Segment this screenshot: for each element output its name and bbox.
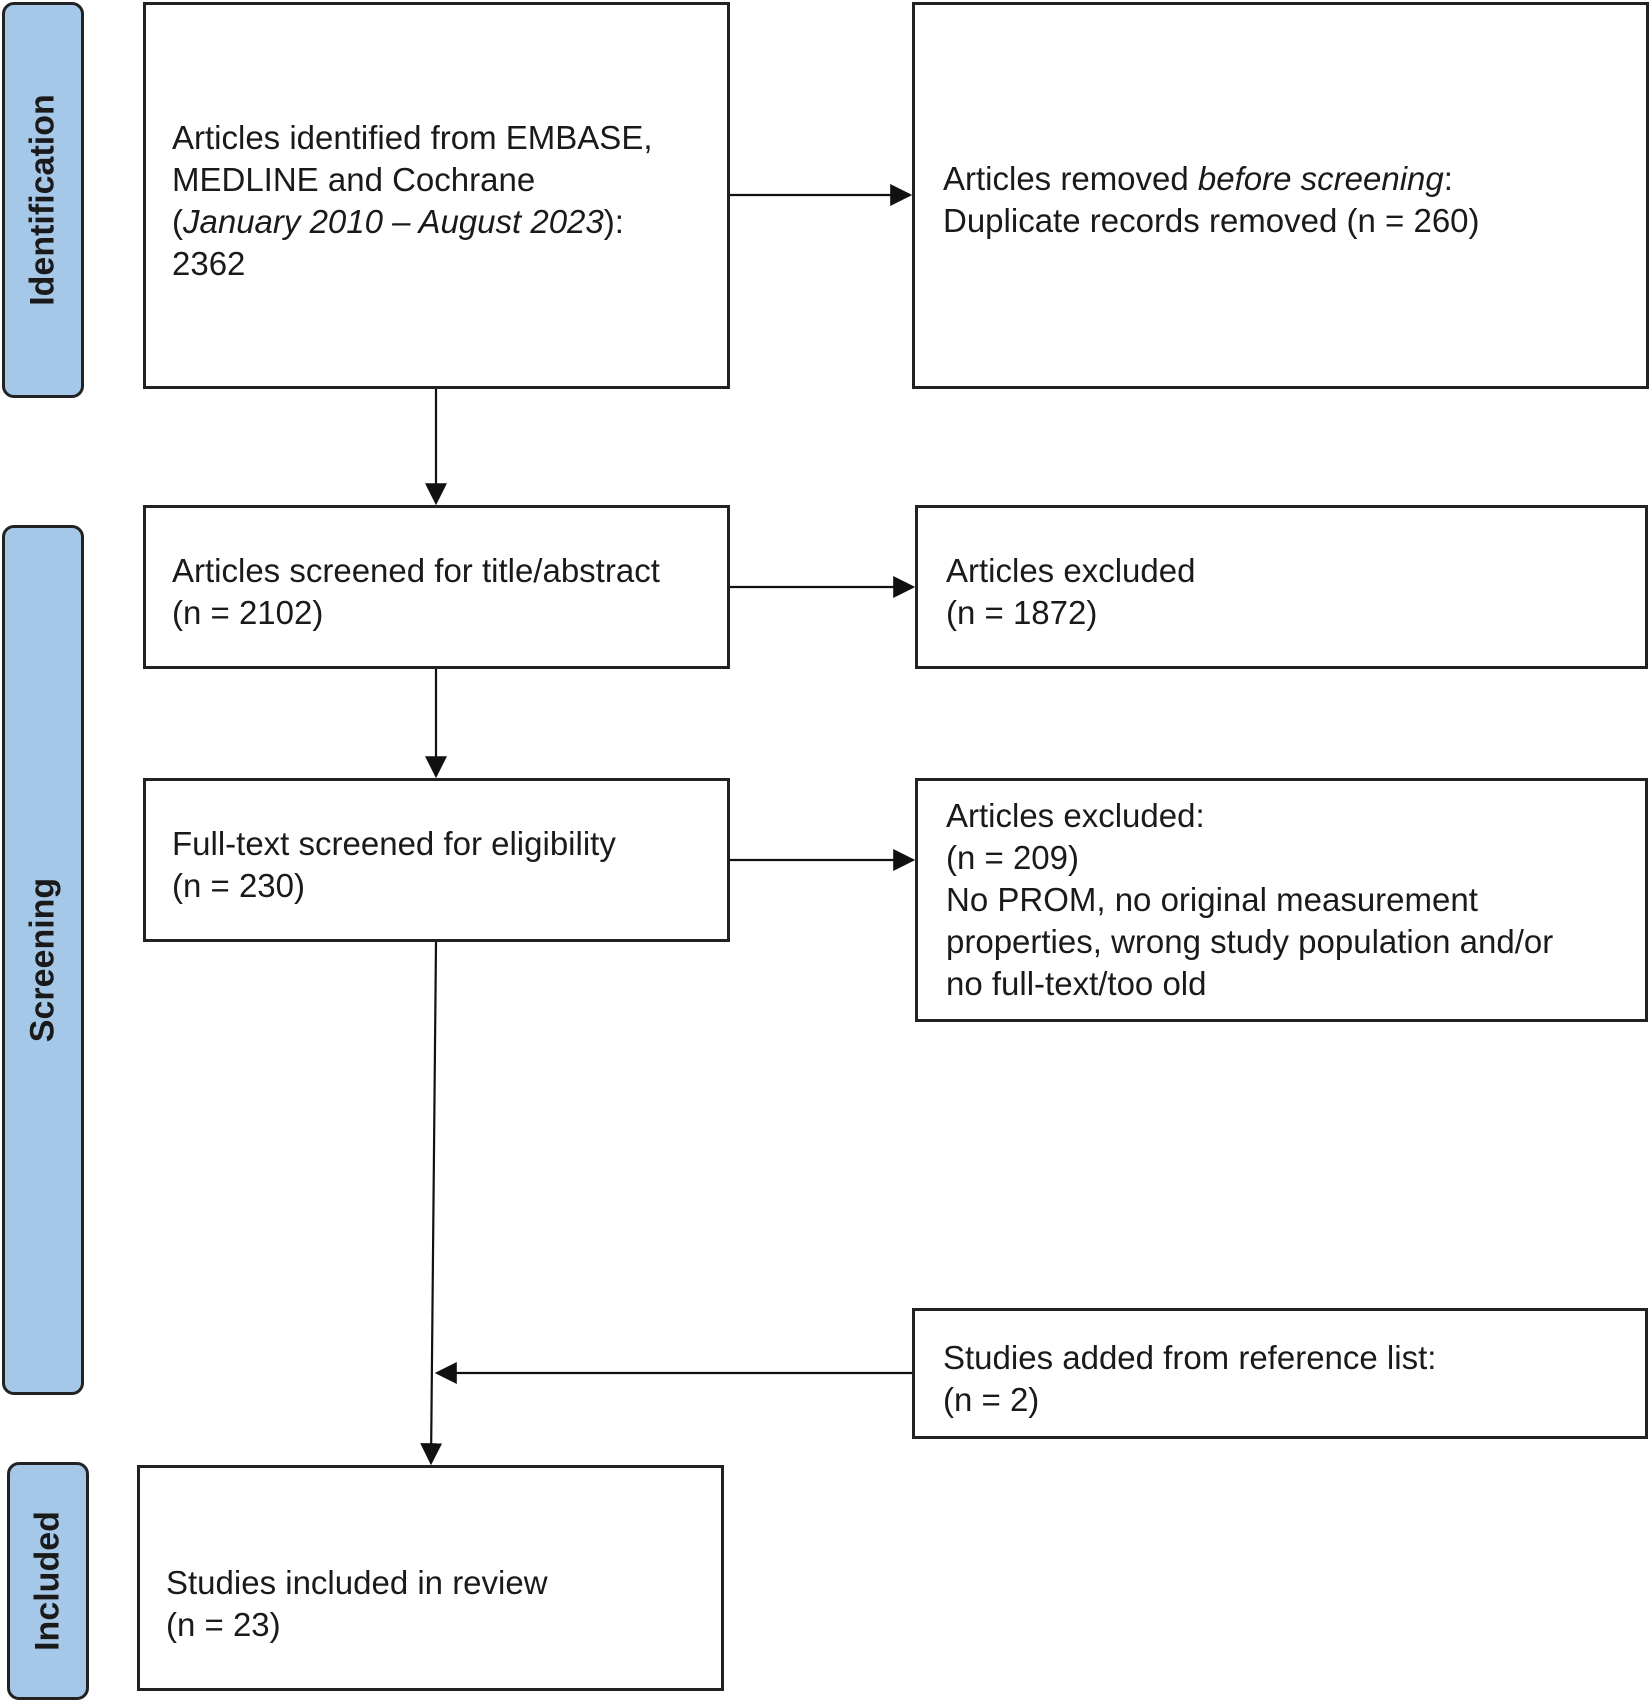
included-box: Studies included in review (n = 23) — [137, 1465, 724, 1691]
reference-box: Studies added from reference list: (n = … — [912, 1308, 1648, 1439]
fulltext-line-1: Full-text screened for eligibility — [172, 825, 616, 862]
included-line-1: Studies included in review — [166, 1564, 548, 1601]
excluded-fulltext-line-5: no full-text/too old — [946, 965, 1207, 1002]
screened-line-2: (n = 2102) — [172, 594, 324, 631]
fulltext-box: Full-text screened for eligibility (n = … — [143, 778, 730, 942]
reference-line-2: (n = 2) — [943, 1381, 1040, 1418]
included-line-2: (n = 23) — [166, 1606, 281, 1643]
excluded-title-line-1: Articles excluded — [946, 552, 1196, 589]
removed-box: Articles removed before screening: Dupli… — [912, 2, 1649, 389]
identified-line-3: (January 2010 – August 2023): — [172, 201, 727, 243]
excluded-fulltext-line-1: Articles excluded: — [946, 797, 1205, 834]
identified-line-3-open: ( — [172, 203, 183, 240]
identified-count: 2362 — [172, 245, 246, 282]
excluded-fulltext-line-4: properties, wrong study population and/o… — [946, 923, 1554, 960]
removed-line-1-b: : — [1443, 160, 1453, 197]
fulltext-line-2: (n = 230) — [172, 867, 305, 904]
removed-before-screening: before screening — [1197, 160, 1444, 197]
removed-line-1-a: Articles removed — [943, 160, 1198, 197]
excluded-title-line-2: (n = 1872) — [946, 594, 1098, 631]
excluded-fulltext-box: Articles excluded: (n = 209) No PROM, no… — [915, 778, 1648, 1022]
reference-line-1: Studies added from reference list: — [943, 1339, 1437, 1376]
phase-included: Included — [7, 1462, 89, 1700]
phase-identification: Identification — [2, 2, 84, 398]
identified-date-range: January 2010 – August 2023 — [183, 203, 604, 240]
excluded-title-box: Articles excluded (n = 1872) — [915, 505, 1648, 669]
removed-line-2: Duplicate records removed (n = 260) — [943, 202, 1480, 239]
screened-line-1: Articles screened for title/abstract — [172, 552, 660, 589]
identified-line-1: Articles identified from EMBASE, — [172, 119, 653, 156]
excluded-fulltext-line-3: No PROM, no original measurement — [946, 881, 1478, 918]
arrow-fulltext-to-included — [420, 941, 443, 1466]
screened-box: Articles screened for title/abstract (n … — [143, 505, 730, 669]
identified-box: Articles identified from EMBASE, MEDLINE… — [143, 2, 730, 389]
excluded-fulltext-line-2: (n = 209) — [946, 839, 1079, 876]
phase-screening: Screening — [2, 525, 84, 1395]
identified-line-3-close: ): — [603, 203, 624, 240]
removed-line-1: Articles removed before screening: — [943, 158, 1646, 200]
identified-line-2: MEDLINE and Cochrane — [172, 161, 536, 198]
